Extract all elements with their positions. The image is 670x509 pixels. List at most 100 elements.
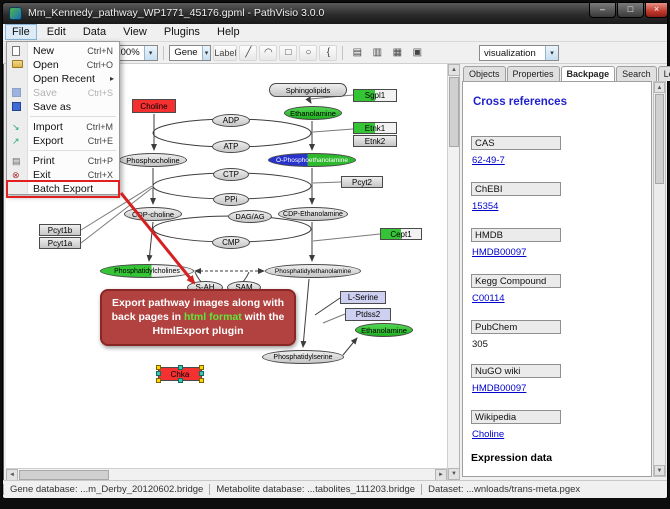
file-menu-exit[interactable]: ⊗ Exit Ctrl+X <box>12 169 113 181</box>
file-menu-new[interactable]: New Ctrl+N <box>8 44 118 58</box>
file-menu-print[interactable]: ▤ Print Ctrl+P <box>12 155 113 167</box>
file-menu-save[interactable]: Save Ctrl+S <box>8 86 118 100</box>
minimize-button[interactable]: – <box>589 3 616 18</box>
canvas-vertical-scrollbar[interactable]: ▲ ▼ <box>447 64 460 480</box>
file-menu-open-recent[interactable]: Open Recent ▸ <box>33 73 114 85</box>
label-tool-button[interactable]: Label <box>213 44 238 61</box>
scrollbar-thumb[interactable] <box>655 94 664 184</box>
rectangle-tool-button[interactable]: □ <box>279 44 298 61</box>
align-vertical-button[interactable]: ▥ <box>368 45 386 61</box>
group-button[interactable]: ▣ <box>408 45 426 61</box>
line-tool-button[interactable]: ╱ <box>239 44 258 61</box>
app-icon <box>9 7 22 20</box>
pathway-node-dag-ag[interactable]: DAG/AG <box>228 210 272 223</box>
pathway-node-phosphatidylserine[interactable]: Phosphatidylserine <box>262 350 344 364</box>
pathway-node-atp[interactable]: ATP <box>212 140 250 153</box>
pathway-node-sgpl1[interactable]: Sgpl1 <box>353 89 397 102</box>
menu-help[interactable]: Help <box>217 26 240 38</box>
backpage-link-hmdb[interactable]: HMDB00097 <box>472 247 527 258</box>
tab-objects[interactable]: Objects <box>463 66 506 81</box>
pathway-node-phosphatidylcholines[interactable]: Phosphatidylcholines <box>100 264 194 278</box>
tab-backpage[interactable]: Backpage <box>560 66 616 81</box>
oval-tool-button[interactable]: ○ <box>299 44 318 61</box>
pathway-node-choline[interactable]: Choline <box>132 99 176 113</box>
backpage-link-chebi[interactable]: 15354 <box>472 201 499 212</box>
toolbar-separator <box>163 45 165 60</box>
backpage-section-chebi: ChEBI <box>471 182 561 196</box>
pathway-node-ppi[interactable]: PPi <box>213 193 249 206</box>
selection-handle[interactable] <box>199 371 204 376</box>
chevron-down-icon[interactable]: ▾ <box>201 45 211 60</box>
pathway-node-sphingolipids[interactable]: Sphingolipids <box>269 83 347 97</box>
backpage-link-wikipedia[interactable]: Choline <box>472 429 505 440</box>
maximize-button[interactable]: □ <box>617 3 644 18</box>
pathway-node-ptdss2[interactable]: Ptdss2 <box>345 308 391 321</box>
menu-plugins[interactable]: Plugins <box>163 26 200 38</box>
menu-file[interactable]: File <box>5 24 37 40</box>
brace-tool-button[interactable]: { <box>319 44 338 61</box>
chevron-down-icon[interactable]: ▾ <box>545 46 558 60</box>
stack-button[interactable]: ▦ <box>388 45 406 61</box>
pathway-node-etnk2[interactable]: Etnk2 <box>353 135 397 147</box>
scrollbar-thumb[interactable] <box>19 470 109 480</box>
tab-legend[interactable]: Legend <box>657 66 670 81</box>
pathway-node-ethanolamine-2[interactable]: Ethanolamine <box>355 323 413 337</box>
title-bar[interactable]: Mm_Kennedy_pathway_WP1771_45176.gpml - P… <box>3 3 668 24</box>
zoom-combobox[interactable]: 100% ▾ <box>110 44 159 61</box>
selection-handle[interactable] <box>178 378 183 383</box>
scroll-down-icon[interactable]: ▼ <box>654 465 665 476</box>
visualization-combobox[interactable]: visualization ▾ <box>479 45 559 61</box>
menu-edit[interactable]: Edit <box>46 26 66 38</box>
menu-view[interactable]: View <box>123 26 147 38</box>
annotation-text: with the HtmlExport plugin <box>152 311 285 338</box>
chevron-down-icon[interactable]: ▾ <box>143 45 157 60</box>
pathway-node-adp[interactable]: ADP <box>212 114 250 127</box>
file-menu-import[interactable]: ↘ Import Ctrl+M <box>12 121 113 133</box>
backpage-link-kegg[interactable]: C00114 <box>472 293 505 304</box>
arc-tool-button[interactable]: ◠ <box>259 44 278 61</box>
menu-data[interactable]: Data <box>82 26 107 38</box>
pathway-node-pcyt1a[interactable]: Pcyt1a <box>39 237 81 249</box>
pathway-node-cdp-ethanolamine[interactable]: CDP-Ethanolamine <box>278 207 348 221</box>
file-menu-open[interactable]: Open Ctrl+O <box>8 58 118 72</box>
align-horizontal-button[interactable]: ▤ <box>348 45 366 61</box>
selection-handle[interactable] <box>199 378 204 383</box>
toolbar-separator <box>342 45 344 60</box>
pathway-node-pcyt2[interactable]: Pcyt2 <box>341 176 383 188</box>
selection-handle[interactable] <box>156 365 161 370</box>
scroll-up-icon[interactable]: ▲ <box>654 82 665 93</box>
selection-handle[interactable] <box>156 378 161 383</box>
scrollbar-thumb[interactable] <box>449 77 459 147</box>
pathway-node-ethanolamine[interactable]: Ethanolamine <box>284 106 342 120</box>
status-gene-database: Gene database: ...m_Derby_20120602.bridg… <box>3 484 209 495</box>
pathway-node-phosphocholine[interactable]: Phosphocholine <box>119 153 187 167</box>
pathway-node-cmp[interactable]: CMP <box>212 236 250 249</box>
tab-search[interactable]: Search <box>616 66 657 81</box>
pathway-node-l-serine[interactable]: L-Serine <box>340 291 386 304</box>
save-as-icon <box>12 102 21 111</box>
datanode-type-combobox[interactable]: Gene ▾ <box>169 44 212 61</box>
backpage-section-kegg: Kegg Compound <box>471 274 561 288</box>
tab-properties[interactable]: Properties <box>506 66 560 81</box>
selection-handle[interactable] <box>156 371 161 376</box>
backpage-expression-data-heading: Expression data <box>471 452 553 464</box>
file-menu-save-as[interactable]: Save as <box>8 100 118 114</box>
pathway-node-etnk1[interactable]: Etnk1 <box>353 122 397 134</box>
selection-handle[interactable] <box>199 365 204 370</box>
file-menu-export[interactable]: ↗ Export Ctrl+E <box>12 135 113 147</box>
backpage-link-cas[interactable]: 62-49-7 <box>472 155 505 166</box>
pathway-node-chka-selected[interactable]: Chka <box>156 365 204 383</box>
pathway-node-pcyt1b[interactable]: Pcyt1b <box>39 224 81 236</box>
pathway-node-ctp[interactable]: CTP <box>213 168 249 181</box>
file-menu-batch-export[interactable]: Batch Export <box>6 180 120 198</box>
pathway-node-cdp-choline[interactable]: CDP-choline <box>124 207 182 221</box>
selection-handle[interactable] <box>178 365 183 370</box>
close-button[interactable]: × <box>645 3 668 18</box>
pathway-node-cept1[interactable]: Cept1 <box>380 228 422 240</box>
backpage-link-nugo[interactable]: HMDB00097 <box>472 383 527 394</box>
stack-icon: ▦ <box>392 47 403 58</box>
panel-scrollbar[interactable]: ▲ ▼ <box>653 81 666 477</box>
app-window: Mm_Kennedy_pathway_WP1771_45176.gpml - P… <box>2 2 670 498</box>
pathway-node-phosphatidylethanolamine[interactable]: Phosphatidylethanolamine <box>265 264 361 278</box>
pathway-node-o-phosphoethanolamine[interactable]: O-Phosphoethanolamine <box>268 153 356 167</box>
